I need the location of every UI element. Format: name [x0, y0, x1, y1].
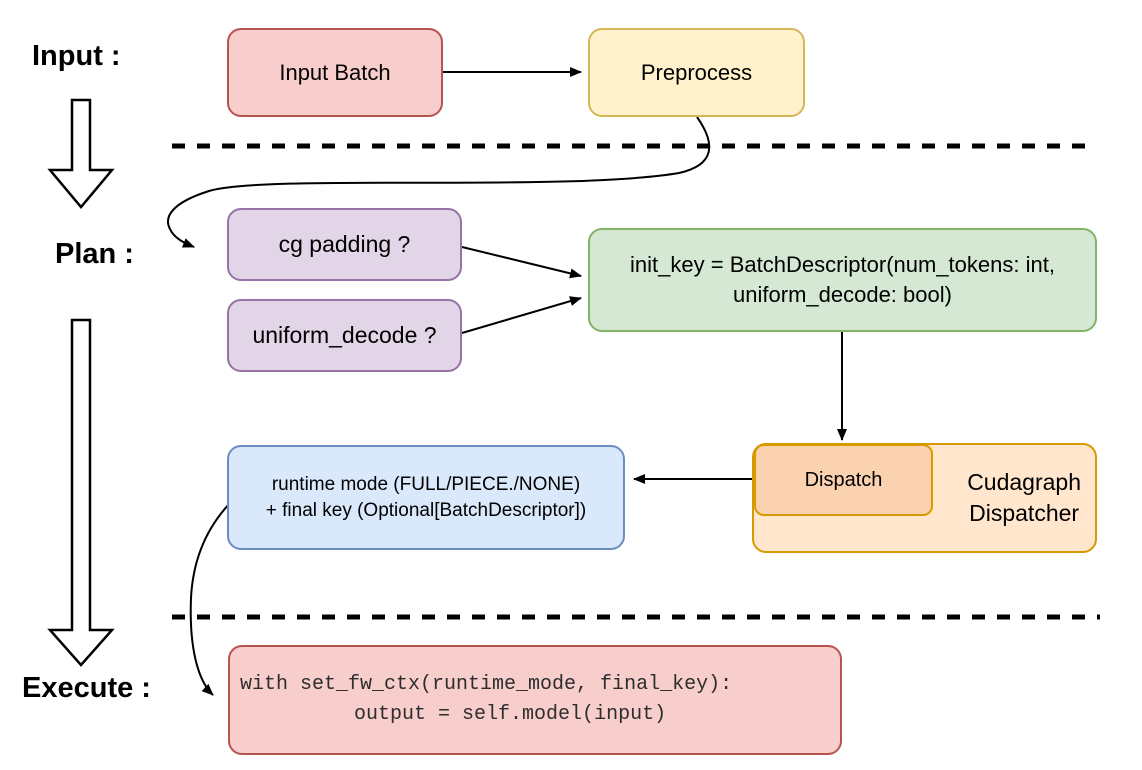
node-uniform-decode: uniform_decode ?: [227, 299, 462, 372]
node-runtime-mode: runtime mode (FULL/PIECE./NONE) + final …: [227, 445, 625, 550]
node-execute-code: with set_fw_ctx(runtime_mode, final_key)…: [228, 645, 842, 755]
node-input-batch: Input Batch: [227, 28, 443, 117]
node-cudagraph-dispatcher-label: Cudagraph Dispatcher: [967, 468, 1081, 526]
section-label-plan: Plan :: [55, 238, 134, 270]
block-arrow-input-to-plan-icon: [47, 98, 115, 209]
edge-cgpadding-initkey: [461, 246, 582, 279]
node-dispatch: Dispatch: [754, 444, 933, 516]
edge-uniformdecode-initkey: [461, 296, 582, 334]
edge-runtimemode-executecode: [189, 501, 232, 696]
edge-preprocess-cgpadding: [167, 116, 711, 248]
node-preprocess-label: Preprocess: [640, 59, 753, 85]
node-preprocess: Preprocess: [588, 28, 805, 117]
node-cg-padding: cg padding ?: [227, 208, 462, 281]
execute-code-text: with set_fw_ctx(runtime_mode, final_key)…: [240, 673, 733, 726]
node-init-key: init_key = BatchDescriptor(num_tokens: i…: [588, 228, 1097, 332]
section-label-input: Input :: [32, 40, 121, 72]
node-uniform-decode-label: uniform_decode ?: [252, 321, 437, 348]
node-runtime-mode-label: runtime mode (FULL/PIECE./NONE) + final …: [265, 473, 587, 521]
node-input-batch-label: Input Batch: [279, 59, 391, 85]
node-dispatch-label: Dispatch: [804, 468, 883, 491]
node-cg-padding-label: cg padding ?: [278, 230, 411, 257]
node-init-key-label: init_key = BatchDescriptor(num_tokens: i…: [630, 252, 1055, 307]
section-label-execute: Execute :: [22, 672, 151, 704]
block-arrow-plan-to-execute-icon: [47, 318, 115, 667]
